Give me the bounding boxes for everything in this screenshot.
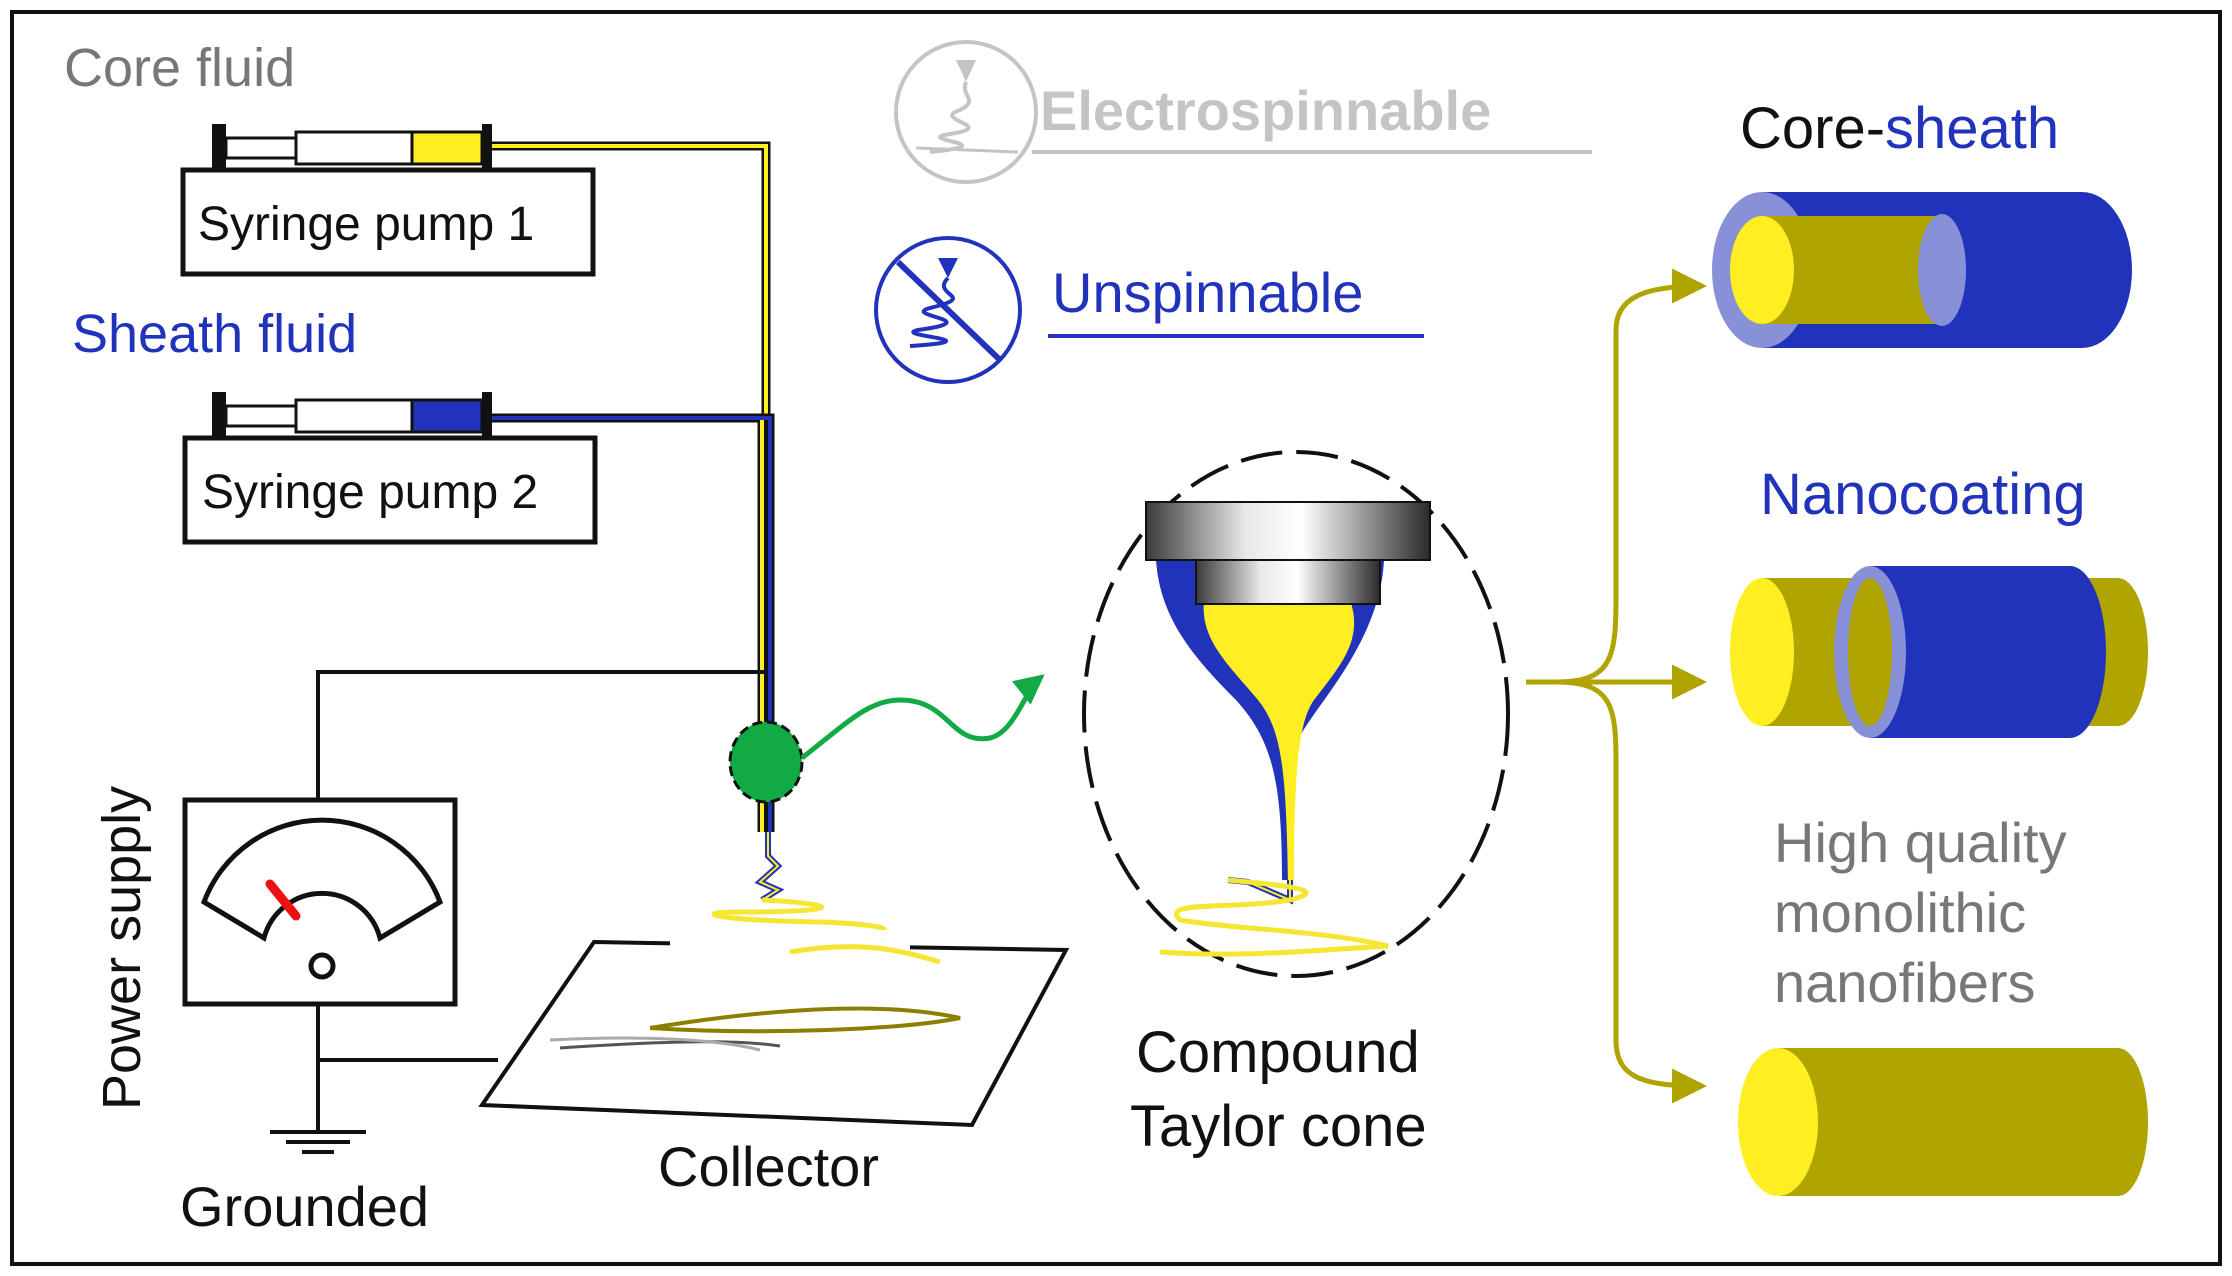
coaxial-nozzle-outer bbox=[1145, 501, 1431, 561]
figure-border bbox=[10, 10, 2222, 1266]
no-spinning-icon bbox=[874, 236, 1022, 384]
collector: Collector bbox=[478, 930, 1070, 1198]
unspinnable-label: Unspinnable bbox=[1052, 261, 1363, 324]
voltmeter-icon bbox=[200, 817, 444, 980]
core-fluid-label: Core fluid bbox=[64, 38, 295, 98]
compound-taylor-cone-zoom: Compound Taylor cone bbox=[1082, 450, 1510, 1159]
coaxial-nozzle-inner bbox=[1195, 559, 1381, 605]
core-sheath-label: Core-sheath bbox=[1740, 96, 2059, 161]
core-cone bbox=[1203, 600, 1355, 880]
syringe-sheath-fluid bbox=[410, 398, 484, 434]
core-sheath-label-core: Core- bbox=[1740, 96, 1885, 161]
syringe-barrel bbox=[294, 130, 414, 166]
syringe-core-fluid bbox=[410, 130, 484, 166]
syringe-pump-1: Core fluid Syringe pump 1 bbox=[64, 38, 596, 277]
pump-1-box bbox=[180, 167, 596, 277]
syringe-plunger-end bbox=[212, 124, 226, 170]
monolithic-label-line3: nanofibers bbox=[1774, 951, 2036, 1014]
monolithic-fiber: High quality monolithic nanofibers bbox=[1738, 811, 2148, 1196]
taylor-cone-label-line1: Compound bbox=[1136, 1020, 1420, 1085]
pump-2-box bbox=[182, 435, 598, 545]
spinneret-jet-icon bbox=[894, 40, 1038, 184]
syringe-pump-2-label: Syringe pump 2 bbox=[202, 466, 538, 519]
monolithic-label-line2: monolithic bbox=[1774, 881, 2026, 944]
ground-symbol-icon bbox=[270, 1130, 366, 1154]
nanocoating-fiber: Nanocoating bbox=[1730, 462, 2148, 738]
monolithic-end-face bbox=[1738, 1048, 1818, 1196]
outcome-arrows bbox=[1526, 268, 1707, 1104]
electrospinnable-label: Electrospinnable bbox=[1040, 79, 1491, 142]
core-end-face bbox=[1730, 216, 1794, 324]
core-sheath-label-sheath: sheath bbox=[1885, 96, 2059, 161]
power-supply-label: Power supply bbox=[92, 786, 152, 1110]
electrospinnable-legend: Electrospinnable bbox=[894, 40, 1592, 184]
syringe-pump-1-label: Syringe pump 1 bbox=[198, 198, 534, 251]
grounded-label: Grounded bbox=[180, 1175, 429, 1238]
collector-label: Collector bbox=[658, 1135, 879, 1198]
spinneret-tip-highlight bbox=[728, 720, 804, 804]
meter-needle bbox=[265, 879, 301, 921]
syringe-pump-2: Sheath fluid Syringe pump 2 bbox=[72, 304, 598, 545]
nanocoating-label: Nanocoating bbox=[1760, 462, 2086, 527]
power-supply: Power supply Grounded bbox=[92, 670, 764, 1238]
sheath-fluid-label: Sheath fluid bbox=[72, 304, 357, 364]
taylor-cone-label-line2: Taylor cone bbox=[1130, 1094, 1427, 1159]
nanocoating-core-end-face bbox=[1730, 578, 1794, 726]
unspinnable-legend: Unspinnable bbox=[874, 236, 1424, 384]
monolithic-label-line1: High quality bbox=[1774, 811, 2067, 874]
zoom-arrow bbox=[800, 674, 1045, 760]
core-sheath-fiber: Core-sheath bbox=[1712, 96, 2132, 348]
